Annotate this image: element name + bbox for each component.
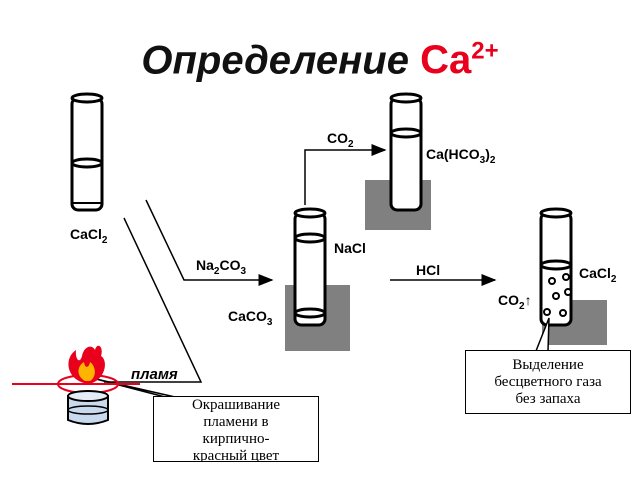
callout-gas: Выделение бесцветного газа без запаха: [465, 350, 631, 414]
label-co2-top: CO2: [327, 130, 354, 150]
label-caco3: CaCO3: [228, 308, 273, 328]
calcium-ion: Ca2+: [420, 38, 499, 83]
test-tube-gas: [539, 207, 573, 327]
flame-icon: [68, 345, 105, 383]
label-hcl: HCl: [416, 262, 441, 278]
label-nacl: NaCl: [334, 240, 366, 256]
test-tube-caco3: [293, 207, 327, 327]
flame-line: [104, 217, 203, 383]
test-tube-ca-hco3: [389, 92, 423, 212]
label-ca-hco3: Ca(HCO3)2: [426, 146, 496, 166]
label-na2co3: Na2CO3: [196, 257, 247, 277]
label-cacl2-left: CaCl2: [70, 226, 108, 246]
page-title: Определение Ca2+: [141, 38, 499, 83]
arrow-co2: [304, 144, 387, 205]
test-tube-cacl2: [70, 92, 104, 212]
callout-flame-color: Окрашивание пламени в кирпично- красный …: [153, 396, 319, 462]
burner: [12, 374, 140, 425]
label-flame: пламя: [131, 366, 178, 383]
label-co2-right: CO2↑: [498, 292, 532, 312]
arrow-na2co3: [145, 199, 274, 286]
gas-bubbles: [543, 273, 572, 317]
label-cacl2-right: CaCl2: [579, 265, 617, 285]
